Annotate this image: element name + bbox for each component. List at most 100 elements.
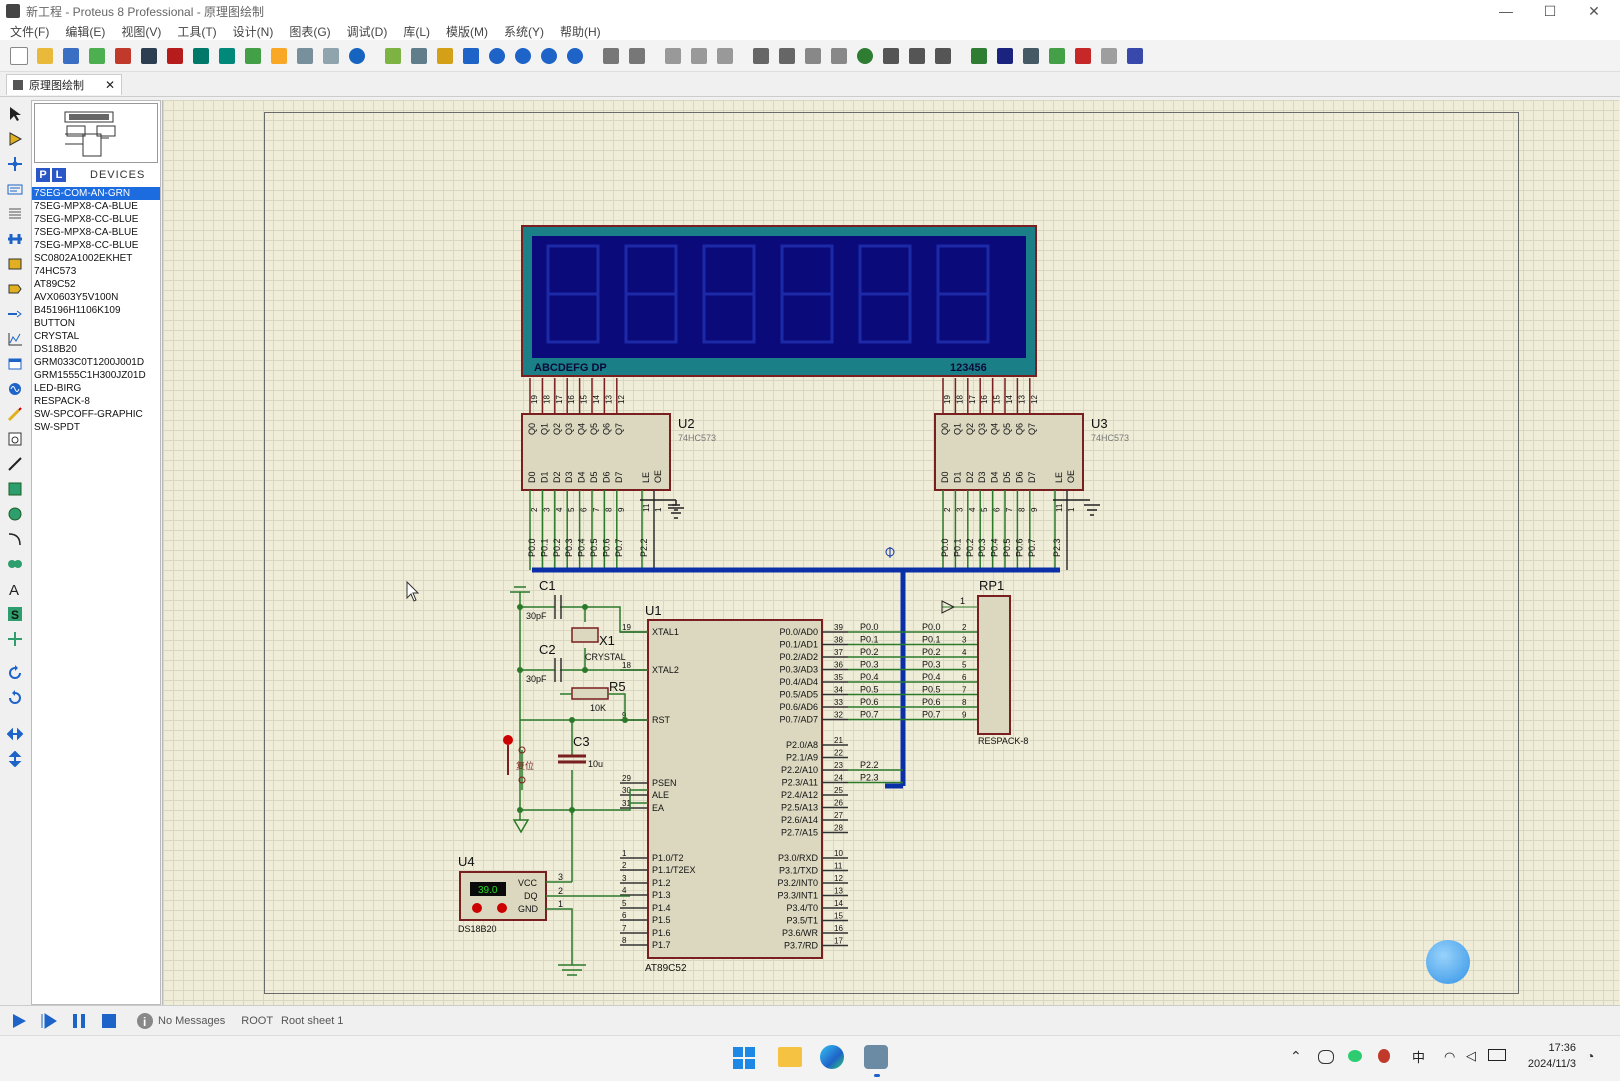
make-device-button[interactable] <box>880 45 902 67</box>
exit-parent-button[interactable] <box>1098 45 1120 67</box>
tape-recorder-mode-button[interactable] <box>4 353 26 375</box>
list-item[interactable]: AVX0603Y5V100N <box>34 292 119 303</box>
block-rotate-button[interactable] <box>802 45 824 67</box>
tab-close-icon[interactable]: ✕ <box>104 78 115 92</box>
line-mode-button[interactable] <box>4 453 26 475</box>
zoom-in-button[interactable] <box>486 45 508 67</box>
cost-button[interactable] <box>268 45 290 67</box>
play-button[interactable] <box>8 1010 30 1032</box>
import-button[interactable] <box>86 45 108 67</box>
terminals-mode-button[interactable] <box>4 278 26 300</box>
block-copy-button[interactable] <box>750 45 772 67</box>
cut-button[interactable] <box>662 45 684 67</box>
list-item[interactable]: BUTTON <box>34 318 75 329</box>
redo-button[interactable] <box>626 45 648 67</box>
box-mode-button[interactable] <box>4 478 26 500</box>
selection-mode-button[interactable] <box>4 103 26 125</box>
new-sheet-button[interactable] <box>1046 45 1068 67</box>
menu-tools[interactable]: 工具(T) <box>177 24 217 39</box>
list-item[interactable]: 7SEG-MPX8-CC-BLUE <box>34 214 139 225</box>
gerber-button[interactable] <box>216 45 238 67</box>
tray-cloud-icon[interactable] <box>1318 1050 1334 1064</box>
rotate-cw-button[interactable] <box>4 662 26 684</box>
generator-mode-button[interactable] <box>4 378 26 400</box>
annotate-button[interactable] <box>1124 45 1146 67</box>
overview-window[interactable] <box>34 103 158 163</box>
block-move-button[interactable] <box>776 45 798 67</box>
ime-indicator[interactable]: 中 <box>1412 1050 1426 1065</box>
tab-schematic[interactable]: 原理图绘制 ✕ <box>6 74 122 95</box>
zoom-all-button[interactable] <box>538 45 560 67</box>
marker-mode-button[interactable] <box>4 628 26 650</box>
menu-file[interactable]: 文件(F) <box>10 24 50 39</box>
circle-mode-button[interactable] <box>4 503 26 525</box>
packaging-button[interactable] <box>906 45 928 67</box>
3d-button[interactable] <box>190 45 212 67</box>
mirror-x-button[interactable] <box>4 723 26 745</box>
pause-button[interactable] <box>68 1010 90 1032</box>
bom-button[interactable] <box>242 45 264 67</box>
floating-assistant-ball[interactable] <box>1426 940 1470 984</box>
arc-mode-button[interactable] <box>4 528 26 550</box>
list-item[interactable]: 74HC573 <box>34 266 77 277</box>
pcb-button[interactable] <box>164 45 186 67</box>
undo-button[interactable] <box>600 45 622 67</box>
property-assign-button[interactable] <box>1020 45 1042 67</box>
save-button[interactable] <box>60 45 82 67</box>
tray-qq-icon[interactable] <box>1378 1049 1390 1063</box>
zoom-out-button[interactable] <box>512 45 534 67</box>
block-delete-button[interactable] <box>828 45 850 67</box>
menu-debug[interactable]: 调试(D) <box>346 24 388 39</box>
search-tag-button[interactable] <box>994 45 1016 67</box>
list-item[interactable]: LED-BIRG <box>34 383 82 394</box>
new-file-button[interactable] <box>8 45 30 67</box>
junction-mode-button[interactable] <box>4 153 26 175</box>
rotate-ccw-button[interactable] <box>4 687 26 709</box>
list-item[interactable]: SW-SPCOFF-GRAPHIC <box>34 409 143 420</box>
list-item[interactable]: B45196H1106K109 <box>34 305 121 316</box>
zoom-area-button[interactable] <box>564 45 586 67</box>
list-item[interactable]: 7SEG-MPX8-CA-BLUE <box>34 201 138 212</box>
list-item[interactable]: GRM033C0T1200J001D <box>34 357 145 368</box>
volume-icon[interactable]: ◁ <box>1466 1048 1476 1063</box>
minimize-button[interactable]: — <box>1499 3 1513 19</box>
open-button[interactable] <box>34 45 56 67</box>
schematic-button[interactable] <box>138 45 160 67</box>
close-button[interactable]: ✕ <box>1588 2 1600 19</box>
system-clock[interactable]: 17:36 2024/11/3 <box>1528 1040 1576 1072</box>
text-mode-button[interactable]: A <box>4 578 26 600</box>
subcircuit-mode-button[interactable] <box>4 253 26 275</box>
refresh-button[interactable] <box>382 45 404 67</box>
symbol-mode-button[interactable]: S <box>4 603 26 625</box>
help-button[interactable] <box>346 45 368 67</box>
pan-button[interactable] <box>460 45 482 67</box>
device-pins-mode-button[interactable] <box>4 303 26 325</box>
list-item[interactable]: 7SEG-COM-AN-GRN <box>32 187 160 200</box>
menu-edit[interactable]: 编辑(E) <box>65 24 106 39</box>
mirror-y-button[interactable] <box>4 748 26 770</box>
step-button[interactable] <box>38 1010 60 1032</box>
component-mode-button[interactable] <box>4 128 26 150</box>
report-button[interactable] <box>320 45 342 67</box>
library-manager-l-button[interactable]: L <box>52 168 66 182</box>
edge-browser-icon[interactable] <box>820 1045 844 1069</box>
virtual-instruments-mode-button[interactable] <box>4 428 26 450</box>
wifi-icon[interactable]: ◠ <box>1444 1049 1456 1064</box>
source-button[interactable] <box>294 45 316 67</box>
voltage-probe-mode-button[interactable] <box>4 403 26 425</box>
stop-button[interactable] <box>98 1010 120 1032</box>
paste-button[interactable] <box>714 45 736 67</box>
menu-graph[interactable]: 图表(G) <box>289 24 331 39</box>
remove-sheet-button[interactable] <box>1072 45 1094 67</box>
list-item[interactable]: DS18B20 <box>34 344 77 355</box>
list-item[interactable]: 7SEG-MPX8-CA-BLUE <box>34 227 138 238</box>
grid-button[interactable] <box>408 45 430 67</box>
menu-help[interactable]: 帮助(H) <box>560 24 601 39</box>
proteus-taskbar-icon[interactable] <box>864 1045 888 1069</box>
list-item[interactable]: GRM1555C1H300JZ01D <box>34 370 146 381</box>
buses-mode-button[interactable] <box>4 228 26 250</box>
tray-wechat-icon[interactable] <box>1348 1050 1362 1062</box>
list-item[interactable]: RESPACK-8 <box>34 396 90 407</box>
menu-view[interactable]: 视图(V) <box>121 24 162 39</box>
list-item[interactable]: SC0802A1002EKHET <box>34 253 133 264</box>
